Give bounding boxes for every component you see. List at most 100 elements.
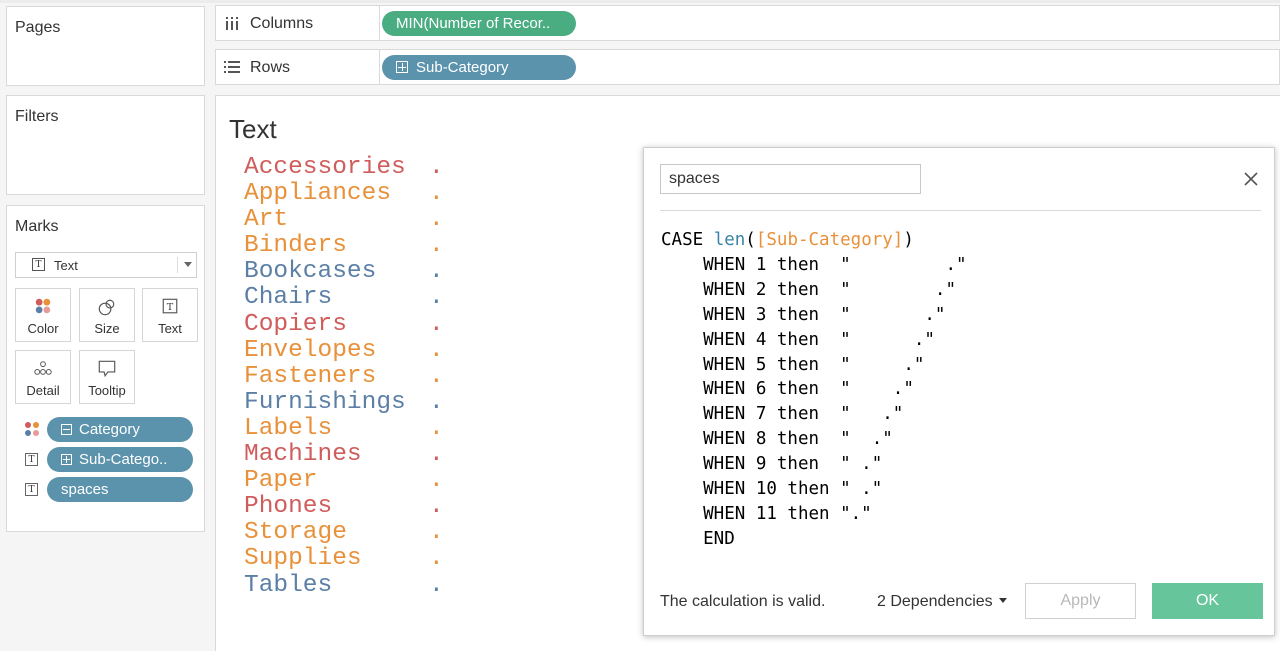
columns-pill[interactable]: MIN(Number of Recor..	[382, 11, 576, 36]
code-line: WHEN 5 then " ."	[661, 354, 925, 375]
sub-category-label: Phones	[244, 493, 333, 521]
color-icon	[35, 298, 51, 314]
pages-card: Pages	[6, 6, 205, 86]
calculation-status: The calculation is valid.	[660, 593, 826, 610]
sub-category-label: Chairs	[244, 284, 333, 312]
sub-category-label: Furnishings	[244, 388, 406, 416]
mark-type-dropdown[interactable]: T Text	[15, 252, 197, 278]
sub-category-row[interactable]: Accessories.	[244, 154, 444, 181]
dependencies-dropdown[interactable]: 2 Dependencies	[877, 593, 1007, 611]
sub-category-row[interactable]: Labels.	[244, 414, 444, 442]
text-label: Text	[158, 321, 182, 336]
sub-category-row[interactable]: Fasteners.	[244, 362, 444, 390]
sub-category-pill-label: Sub-Catego..	[79, 451, 168, 468]
expand-icon[interactable]	[61, 454, 72, 465]
dependencies-label: 2 Dependencies	[877, 593, 993, 610]
dropdown-separator	[177, 257, 178, 273]
category-pill-label: Category	[79, 421, 140, 438]
spaces-value: .	[429, 258, 444, 286]
sub-category-row[interactable]: Art.	[244, 207, 444, 233]
code-line: WHEN 2 then " ."	[661, 279, 957, 300]
spaces-pill[interactable]: spaces	[47, 477, 193, 502]
size-button[interactable]: Size	[79, 288, 135, 342]
sub-category-row[interactable]: Chairs.	[244, 285, 444, 311]
expand-icon[interactable]	[396, 61, 408, 73]
text-icon: T	[162, 298, 178, 314]
sub-category-label: Copiers	[244, 310, 347, 338]
text-icon: T	[25, 453, 38, 466]
code-line: WHEN 8 then " ."	[661, 429, 893, 450]
marks-card: Marks T Text Color Size T Text	[6, 205, 205, 532]
spaces-value: .	[429, 388, 444, 416]
top-toolbar-edge	[0, 0, 1280, 3]
color-button[interactable]: Color	[15, 288, 71, 342]
tooltip-label: Tooltip	[88, 383, 126, 398]
spaces-pill-label: spaces	[61, 481, 109, 498]
detail-label: Detail	[26, 383, 60, 398]
mark-type-label: Text	[54, 258, 78, 273]
marks-title: Marks	[15, 218, 59, 235]
spaces-value: .	[429, 414, 444, 442]
sub-category-row[interactable]: Storage.	[244, 520, 444, 546]
spaces-value: .	[429, 467, 444, 495]
sub-category-row[interactable]: Envelopes.	[244, 336, 444, 364]
code-function: len	[713, 230, 746, 250]
rows-pill[interactable]: Sub-Category	[382, 55, 576, 80]
code-close-paren: )	[903, 230, 914, 250]
calculation-name-input[interactable]	[660, 164, 921, 194]
sub-category-label: Bookcases	[244, 258, 377, 286]
color-label: Color	[27, 321, 59, 336]
filters-card[interactable]: Filters	[6, 95, 205, 195]
sub-category-row[interactable]: Binders.	[244, 233, 444, 259]
chevron-down-icon[interactable]	[184, 262, 192, 267]
sub-category-row[interactable]: Copiers.	[244, 310, 444, 338]
sub-category-row[interactable]: Paper.	[244, 468, 444, 494]
detail-button[interactable]: Detail	[15, 350, 71, 404]
spaces-value: .	[429, 362, 444, 390]
code-field: [Sub-Category]	[755, 230, 904, 250]
code-line: WHEN 7 then " ."	[661, 404, 904, 425]
tooltip-button[interactable]: Tooltip	[79, 350, 135, 404]
sub-category-row[interactable]: Appliances.	[244, 180, 444, 208]
text-button[interactable]: T Text	[142, 288, 198, 342]
collapse-icon[interactable]	[61, 424, 72, 435]
sub-category-pill[interactable]: Sub-Catego..	[47, 447, 193, 472]
sub-category-label: Paper	[244, 467, 318, 495]
code-open-paren: (	[745, 230, 756, 250]
sub-category-row[interactable]: Tables.	[244, 572, 444, 599]
code-line: WHEN 9 then " ."	[661, 454, 883, 475]
category-pill[interactable]: Category	[47, 417, 193, 442]
formula-editor[interactable]: CASE len([Sub-Category]) WHEN 1 then " .…	[661, 228, 967, 552]
apply-button[interactable]: Apply	[1025, 583, 1136, 619]
sub-category-label: Supplies	[244, 545, 362, 573]
code-line: WHEN 11 then "."	[661, 503, 872, 524]
spaces-value: .	[429, 284, 444, 312]
ok-button[interactable]: OK	[1152, 583, 1263, 619]
color-icon	[25, 422, 39, 436]
sub-category-list: Accessories.Appliances.Art.Binders.Bookc…	[244, 154, 444, 599]
close-icon[interactable]	[1242, 170, 1260, 188]
sub-category-row[interactable]: Machines.	[244, 441, 444, 469]
rows-shelf[interactable]: Rows Sub-Category	[215, 49, 1280, 85]
sub-category-row[interactable]: Supplies.	[244, 546, 444, 572]
code-line: END	[661, 528, 735, 549]
rows-shelf-label: Rows	[216, 50, 380, 84]
sub-category-row[interactable]: Phones.	[244, 494, 444, 520]
spaces-value: .	[429, 441, 444, 469]
sub-category-label: Accessories	[244, 154, 406, 181]
code-line: WHEN 3 then " ."	[661, 304, 946, 325]
sub-category-label: Appliances	[244, 180, 392, 208]
filters-title: Filters	[15, 108, 59, 125]
pages-title: Pages	[15, 19, 61, 36]
columns-shelf-label: Columns	[216, 6, 380, 40]
code-line: WHEN 1 then " ."	[661, 254, 967, 275]
detail-icon	[34, 361, 52, 375]
spaces-value: .	[429, 336, 444, 364]
sub-category-row[interactable]: Bookcases.	[244, 259, 444, 285]
spaces-value: .	[429, 493, 444, 521]
code-case: CASE	[661, 230, 714, 250]
columns-shelf[interactable]: Columns MIN(Number of Recor..	[215, 5, 1280, 41]
sub-category-label: Envelopes	[244, 336, 377, 364]
sub-category-row[interactable]: Furnishings.	[244, 388, 444, 416]
columns-icon	[226, 17, 238, 30]
